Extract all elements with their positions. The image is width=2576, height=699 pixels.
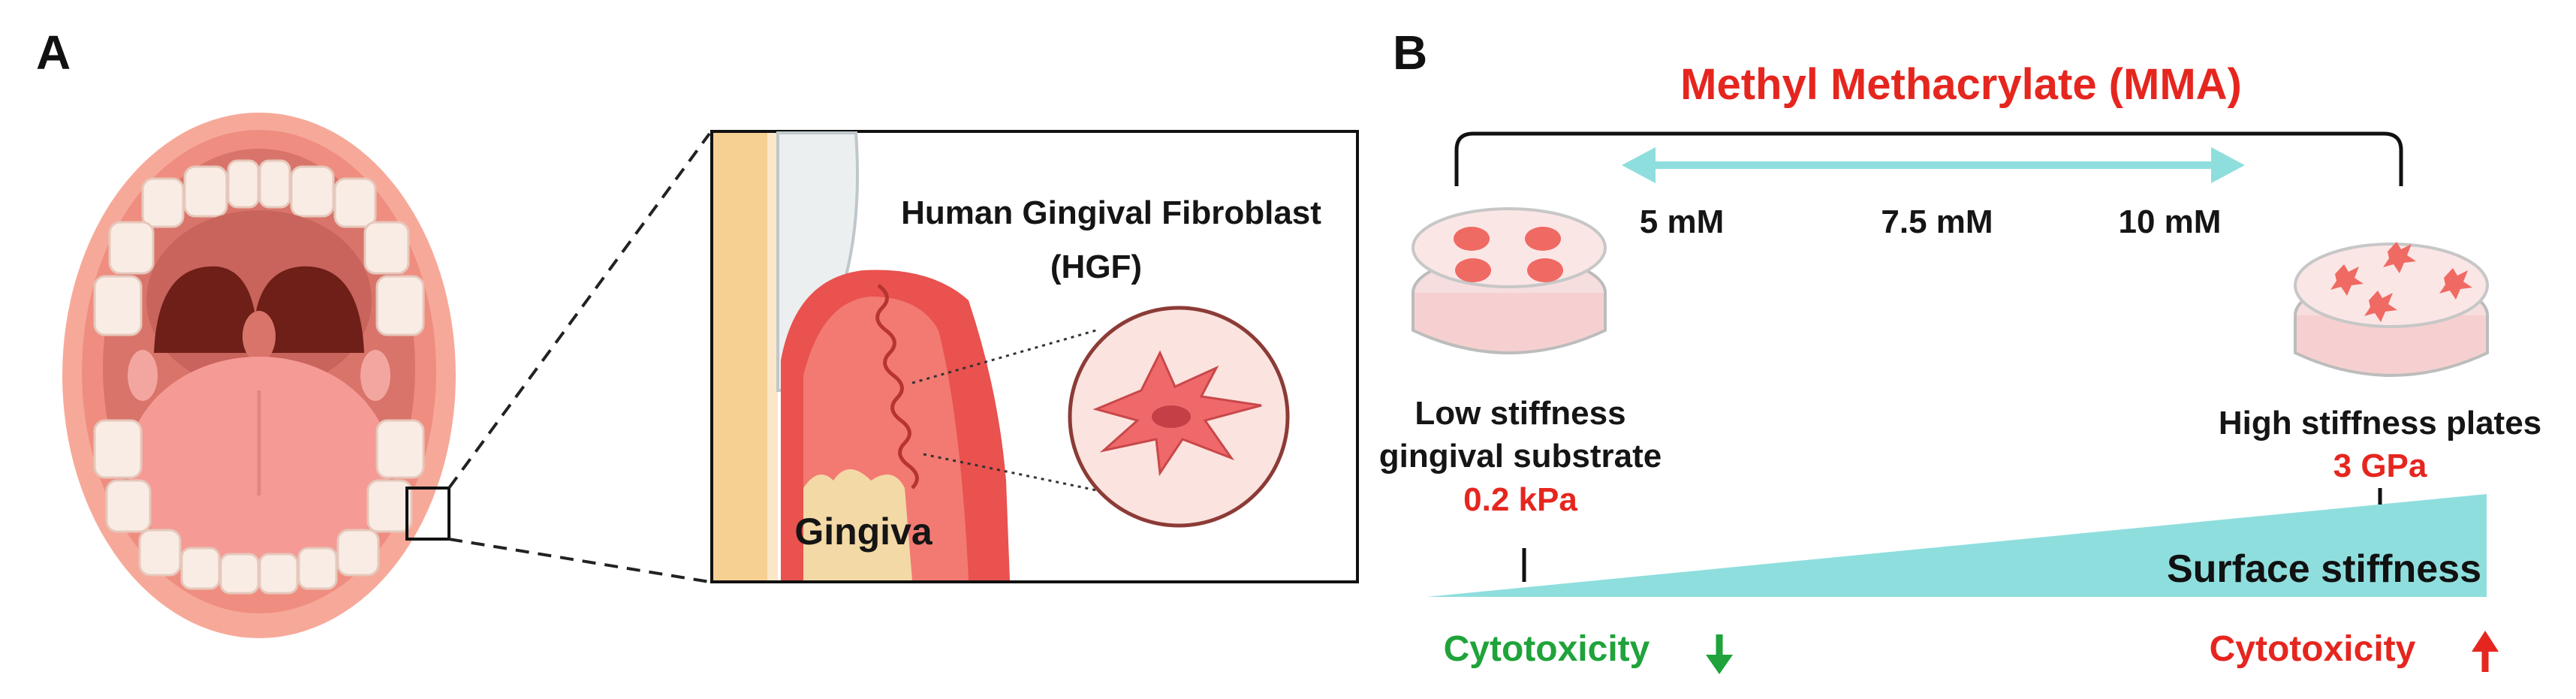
- down-arrow-icon: [1706, 634, 1733, 674]
- concentration-2: 7.5 mM: [1881, 203, 1993, 240]
- concentration-range-arrow: [1622, 147, 2245, 183]
- surface-stiffness-gradient: [1427, 494, 2487, 597]
- low-stiffness-line1: Low stiffness: [1415, 395, 1625, 432]
- mma-bracket: [1454, 131, 2403, 186]
- cell-label-line2: (HGF): [1050, 249, 1142, 285]
- high-stiffness-line1: High stiffness plates: [2219, 405, 2541, 441]
- panel-b-letter: B: [1393, 26, 1427, 80]
- zoom-line-bottom: [448, 538, 710, 583]
- cell-label-line1: Human Gingival Fibroblast: [901, 194, 1321, 231]
- mouth-illustration: [62, 113, 456, 638]
- concentration-1: 5 mM: [1640, 203, 1724, 240]
- panel-a-letter: A: [36, 26, 71, 80]
- cytotoxicity-high-label: Cytotoxicity: [2210, 629, 2416, 669]
- low-stiffness-value: 0.2 kPa: [1463, 481, 1577, 518]
- gingiva-inset: [710, 130, 1359, 583]
- petri-dish-icon: [2294, 242, 2489, 377]
- low-stiffness-line2: gingival substrate: [1379, 438, 1662, 475]
- concentration-3: 10 mM: [2119, 203, 2222, 240]
- high-stiffness-value: 3 GPa: [2333, 447, 2427, 484]
- surface-stiffness-label: Surface stiffness: [2167, 547, 2481, 591]
- zoom-region-box: [405, 487, 450, 541]
- zoom-line-top: [447, 132, 711, 490]
- mma-title: Methyl Methacrylate (MMA): [1680, 60, 2242, 109]
- up-arrow-icon: [2472, 631, 2499, 672]
- cytotoxicity-low-label: Cytotoxicity: [1444, 629, 1650, 669]
- gingiva-label: Gingiva: [794, 511, 933, 553]
- petri-dish-icon: [1412, 207, 1607, 354]
